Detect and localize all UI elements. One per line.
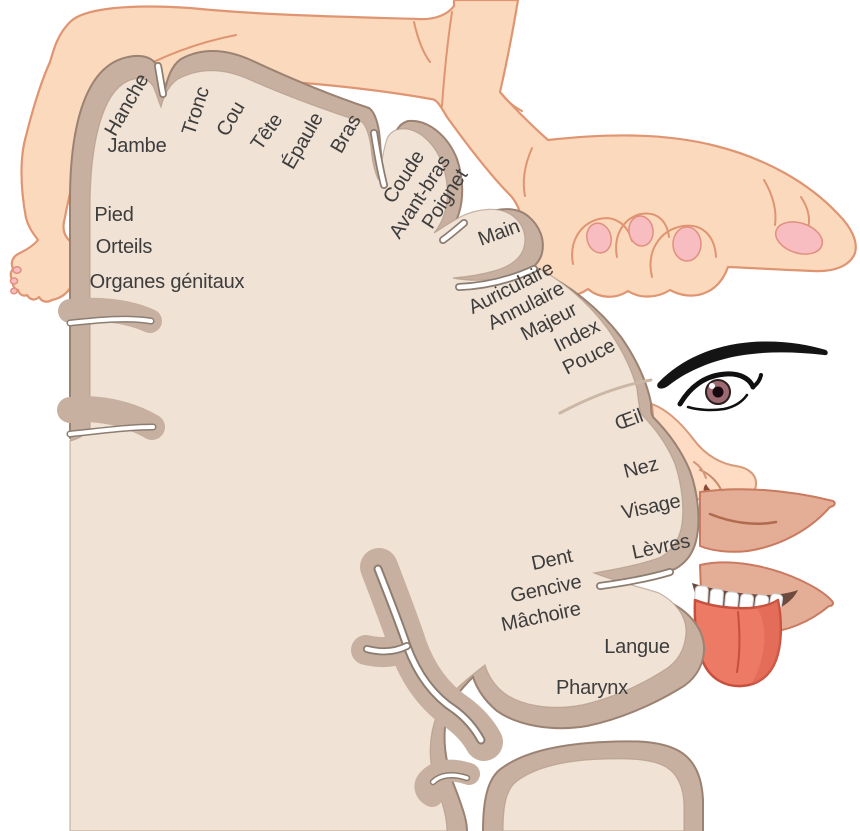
cortex-lobe-bottom [482, 740, 704, 831]
sulcus-poignet-main [440, 220, 467, 243]
lower-eyelid-line [686, 393, 749, 412]
toenail-icon [10, 287, 18, 295]
nose-shadow-crease [693, 461, 707, 479]
left-hook-white [68, 317, 153, 325]
toenail-icon [9, 277, 19, 285]
fingernail-icon [586, 222, 612, 254]
upper-lip-crease [708, 512, 778, 525]
label-orteils: Orteils [95, 236, 153, 258]
bottom-hook-white [431, 773, 469, 784]
armpit-line [413, 21, 431, 63]
left-hook2-band [57, 396, 165, 440]
sulcus-left-hooks [57, 297, 165, 440]
lobe-outline [482, 740, 704, 831]
label-jambe: Jambe [107, 135, 167, 157]
lobe-inner-fill [502, 758, 685, 831]
fingernails [9, 215, 824, 295]
eyelash-flick [751, 373, 763, 389]
index-knuckle-crease [763, 179, 777, 226]
body-detail-lines [81, 11, 810, 278]
mouth-illustration [692, 488, 836, 688]
curled-finger-outline [571, 217, 633, 265]
sulcus-levres-langue [597, 569, 673, 589]
left-hook2-white [68, 425, 155, 436]
y-fold-sulcus-white [375, 566, 484, 743]
sulcus-hanche-tronc [155, 63, 166, 97]
sulcus-slivers [154, 62, 674, 590]
seam-doigts-visage [558, 378, 653, 415]
thumbnail-icon [672, 226, 702, 262]
label-pharynx: Pharynx [556, 677, 628, 699]
cortex-inner-fill [69, 70, 687, 831]
wrist-crease-line [522, 147, 533, 197]
toenail-icon [12, 266, 22, 274]
cortex-section [57, 49, 706, 831]
upper-eyelid-line [677, 371, 756, 407]
shoulder-crease-line [441, 11, 453, 107]
upper-lip [699, 488, 836, 553]
label-organes-genitaux: Organes génitaux [89, 271, 245, 293]
eye-illustration [677, 371, 763, 412]
y-fold-arm-white [364, 643, 410, 654]
curled-finger-outline-2 [615, 212, 670, 258]
sulcus-bottom-hook [414, 759, 480, 807]
sulcus-y-fold [351, 548, 503, 761]
tongue-illustration [693, 598, 782, 688]
fingernail-icon [628, 215, 654, 247]
tongue-midline [736, 611, 741, 673]
sulcus-bras-coude [371, 130, 387, 188]
elbow-crease-line [499, 91, 523, 112]
tongue-shadow [750, 600, 781, 685]
sulcus-main-doigts [456, 266, 537, 290]
eyebrow-icon [657, 341, 828, 389]
label-langue: Langue [604, 636, 670, 658]
pupil-icon [712, 386, 724, 398]
bottom-hook-band [414, 759, 480, 807]
eye-highlight [709, 383, 715, 389]
index-fingernail-icon [774, 221, 824, 255]
thumb-outline [649, 224, 717, 278]
label-pied: Pied [94, 204, 134, 226]
